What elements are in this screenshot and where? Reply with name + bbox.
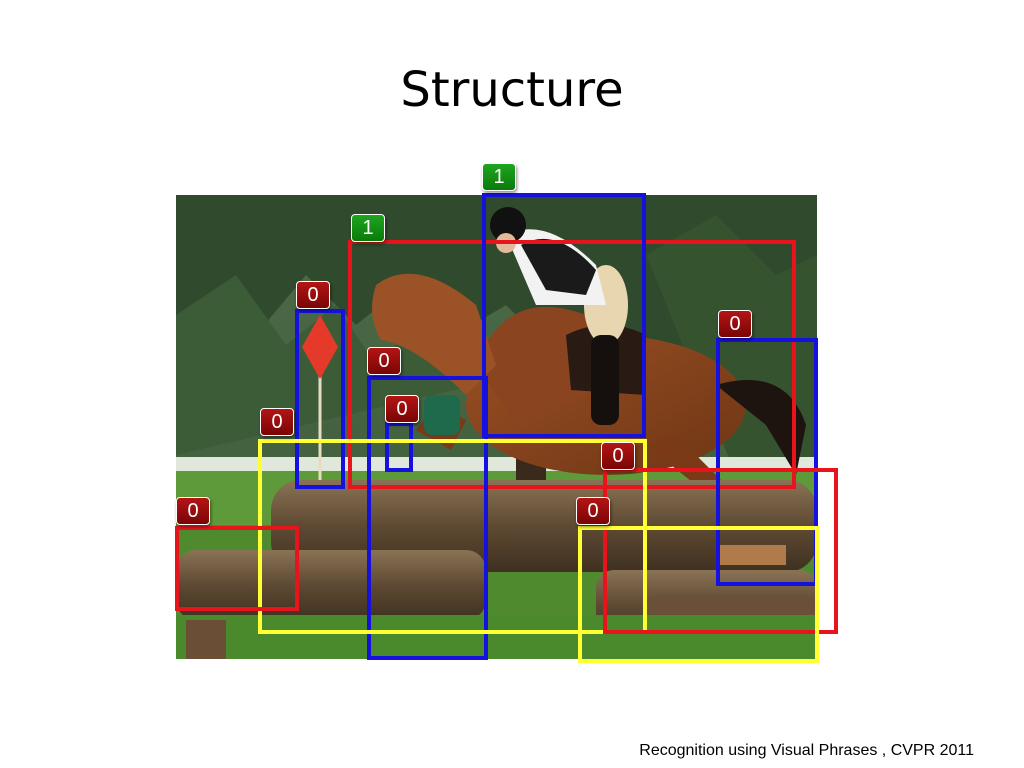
horse-jump-illustration <box>176 195 817 659</box>
score-badge: 1 <box>482 163 516 191</box>
slide-footer: Recognition using Visual Phrases , CVPR … <box>639 742 974 759</box>
slide-title: Structure <box>400 62 624 118</box>
horse-jump-photo <box>176 195 817 659</box>
